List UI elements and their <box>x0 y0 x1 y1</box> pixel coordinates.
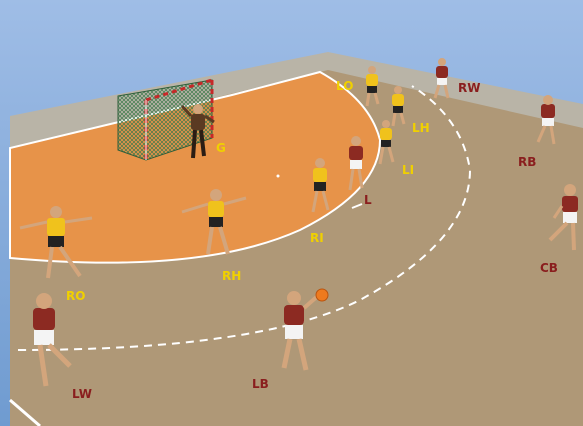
goal-area <box>9 70 382 264</box>
defender-ri <box>311 158 330 213</box>
defender-lo <box>365 66 380 107</box>
label-rb: RB <box>518 155 536 169</box>
defender-rh <box>181 189 247 255</box>
label-lw: LW <box>72 387 92 401</box>
defender-lh <box>391 86 406 127</box>
label-lo: LO <box>336 79 353 93</box>
free-throw-line <box>17 85 472 351</box>
label-lh: LH <box>412 121 430 135</box>
label-g: G <box>216 141 226 155</box>
label-li: LI <box>402 163 414 177</box>
label-ri: RI <box>310 231 324 245</box>
defender-ro <box>19 206 93 279</box>
seven-meter-mark <box>351 203 363 209</box>
attacker-lw <box>33 293 72 387</box>
label-cb: CB <box>540 261 558 275</box>
attacker-cb <box>548 184 578 251</box>
attacker-rw <box>433 58 450 99</box>
label-ro: RO <box>66 289 85 303</box>
label-rw: RW <box>458 81 480 95</box>
defender-li <box>378 120 395 165</box>
side-line <box>9 398 41 426</box>
attacker-l <box>348 136 364 191</box>
label-lb: LB <box>252 377 269 391</box>
label-l: L <box>364 193 372 207</box>
attacker-rb <box>536 95 556 145</box>
goalkeeper-figure <box>180 104 215 159</box>
goal-net <box>117 78 214 161</box>
attacker-lb <box>281 291 322 371</box>
center-dot <box>276 174 280 178</box>
label-rh: RH <box>222 269 241 283</box>
handball-ball <box>315 288 329 302</box>
